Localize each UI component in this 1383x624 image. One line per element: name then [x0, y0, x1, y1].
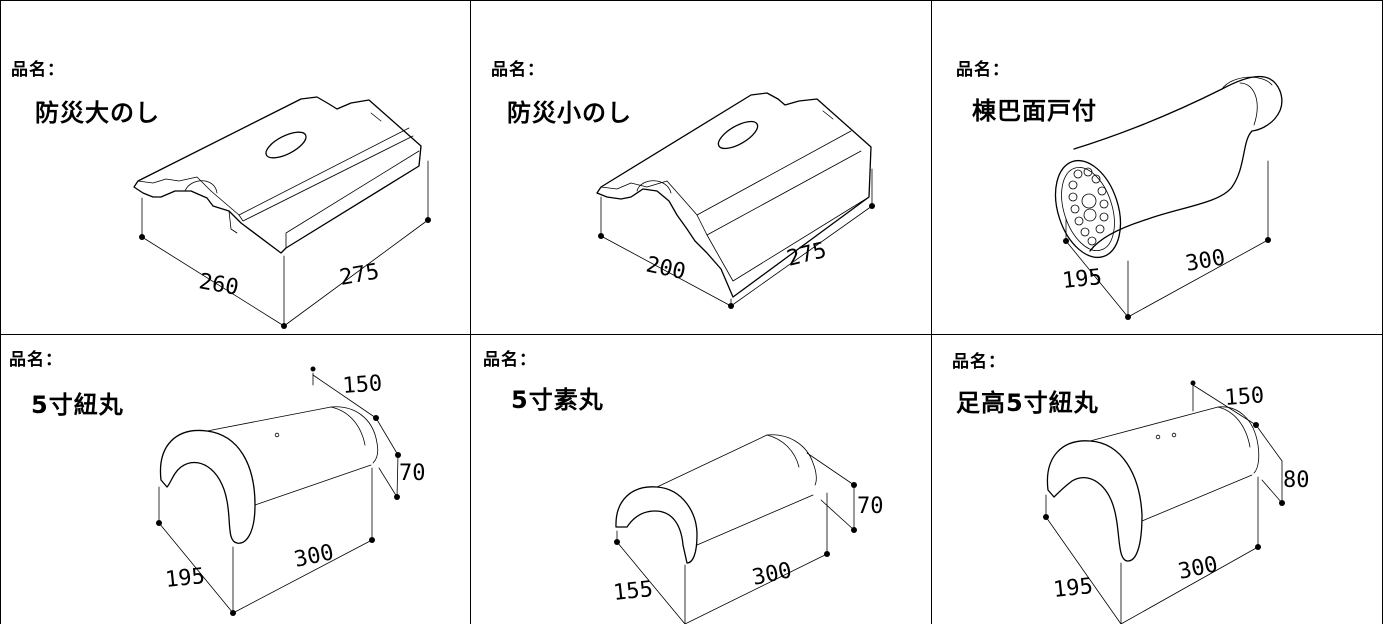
dimension-endpoint-dot [373, 415, 379, 421]
product-label-prefix: 品名： [956, 60, 1010, 80]
product-cell: 品名： 足高5寸紐丸 150 80 195 300 [932, 335, 1382, 624]
dimension-label: 275 [338, 259, 381, 291]
dimension-label: 300 [1176, 552, 1220, 585]
product-label-prefix: 品名： [952, 352, 1006, 372]
dimension-label: 195 [164, 564, 206, 593]
grid-col-divider-1 [470, 0, 471, 624]
dimension-endpoint-dot [156, 520, 162, 526]
product-label-prefix: 品名： [11, 60, 65, 80]
product-name: 棟巴面戸付 [972, 97, 1097, 125]
dimension-endpoint-dot [824, 551, 830, 557]
dimension-label: 195 [1061, 265, 1103, 294]
grid-border-left [0, 0, 1, 624]
dimension-endpoint-dot [1279, 500, 1285, 506]
dimension-endpoint-dot [425, 217, 431, 223]
ridge-end-tile-icon: 195 300 [1054, 76, 1283, 320]
grid-col-divider-2 [931, 0, 932, 624]
dimension-endpoint-dot [369, 537, 375, 543]
product-name: 防災大のし [35, 99, 160, 127]
dimension-endpoint-dot [1043, 514, 1049, 520]
dimension-label: 300 [750, 558, 794, 591]
dimension-label: 70 [399, 461, 426, 486]
dimension-endpoint-dot [1255, 544, 1261, 550]
plain-round-ridge-tile-icon: 70 155 300 [612, 434, 884, 624]
dimension-endpoint-dot [1063, 238, 1069, 244]
ridge-tile-small-icon: 200 275 [596, 92, 875, 309]
product-cell: 品名： 防災小のし 200 275 [471, 1, 931, 334]
dimension-label: 155 [612, 577, 654, 606]
grid-row-divider [0, 334, 1383, 335]
dimension-label: 80 [1283, 468, 1310, 493]
ridge-tile-large-icon: 260 275 [133, 96, 431, 329]
grid-border-top [0, 0, 1383, 1]
dimension-endpoint-dot [598, 233, 604, 239]
dimension-endpoint-dot [281, 323, 287, 329]
product-name: 5寸紐丸 [31, 391, 124, 419]
dimension-label: 195 [1052, 574, 1094, 603]
tall-round-ridge-tile-icon: 150 80 195 300 [1043, 380, 1310, 624]
product-name: 足高5寸紐丸 [956, 389, 1099, 417]
product-cell: 品名： 5寸紐丸 150 70 [1, 335, 470, 624]
dimension-endpoint-dot [1253, 422, 1259, 428]
dimension-label: 150 [1224, 383, 1265, 411]
dimension-endpoint-dot [310, 366, 316, 372]
dimension-endpoint-dot [230, 610, 236, 616]
dimension-label: 260 [197, 269, 240, 301]
dimension-label: 275 [784, 238, 829, 272]
dimension-endpoint-dot [851, 527, 857, 533]
product-label-prefix: 品名： [483, 350, 537, 370]
dimension-label: 150 [342, 371, 383, 399]
product-cell: 品名： 棟巴面戸付 195 300 [932, 1, 1382, 334]
dimension-label: 300 [292, 540, 336, 573]
dimension-endpoint-dot [851, 482, 857, 488]
product-name: 防災小のし [507, 99, 632, 127]
dimension-label: 70 [857, 494, 884, 519]
product-cell: 品名： 5寸素丸 70 155 300 [471, 335, 931, 624]
dimension-endpoint-dot [728, 303, 734, 309]
dimension-endpoint-dot [394, 494, 400, 500]
product-label-prefix: 品名： [491, 60, 545, 80]
dimension-label: 300 [1184, 245, 1227, 277]
round-ridge-tile-icon: 150 70 195 300 [156, 366, 426, 616]
dimension-label: 200 [644, 252, 688, 285]
product-name: 5寸素丸 [511, 386, 604, 414]
product-label-prefix: 品名： [9, 350, 63, 370]
dimension-endpoint-dot [139, 234, 145, 240]
dimension-endpoint-dot [1265, 237, 1271, 243]
dimension-endpoint-dot [1125, 314, 1131, 320]
dimension-endpoint-dot [869, 203, 875, 209]
dimension-endpoint-dot [614, 539, 620, 545]
dimension-endpoint-dot [395, 452, 401, 458]
dimension-endpoint-dot [1190, 380, 1196, 386]
product-cell: 品名： 防災大のし 260 275 [1, 1, 470, 334]
